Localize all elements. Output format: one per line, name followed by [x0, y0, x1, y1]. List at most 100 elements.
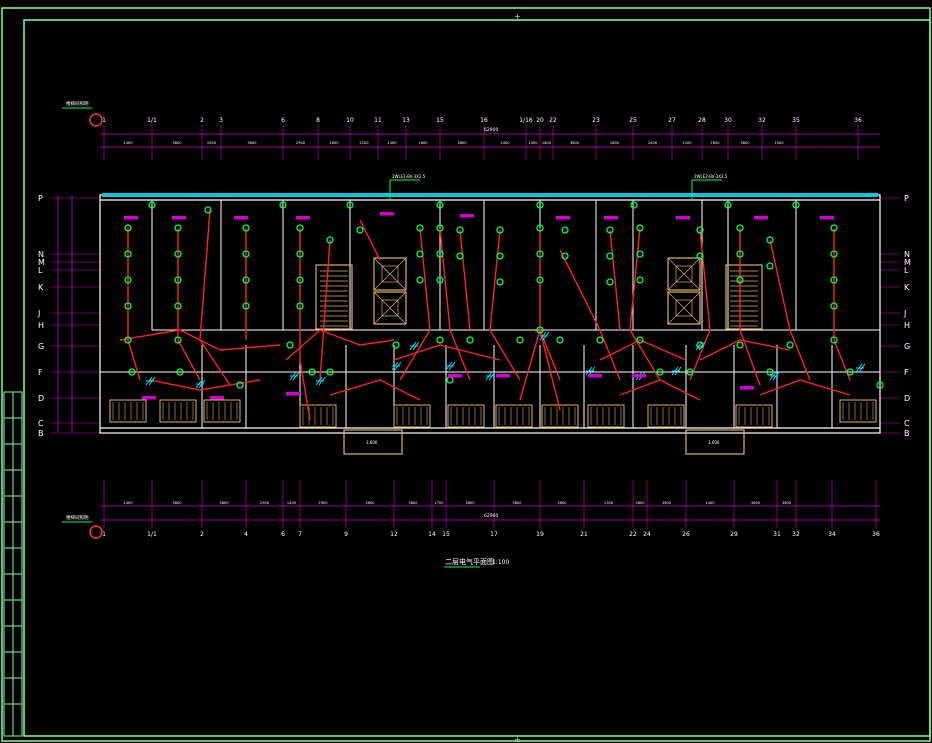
light-fixtures: [124, 201, 884, 389]
light-fixture-icon: [561, 226, 569, 234]
switch-icon: [289, 371, 300, 381]
switch-icon: [391, 361, 402, 371]
room-tag: [210, 396, 224, 400]
light-fixture-icon: [536, 224, 544, 232]
bottom-dimension-value: 3600: [557, 501, 567, 505]
right-axis-label: J: [903, 309, 906, 318]
light-fixture-icon: [124, 276, 132, 284]
bottom-axis-label: 14: [428, 531, 436, 538]
top-axis-label: 13: [402, 117, 410, 124]
light-fixture-icon: [466, 336, 474, 344]
room-tag: [448, 374, 462, 378]
light-fixture-icon: [696, 252, 704, 260]
light-fixture-icon: [174, 224, 182, 232]
room-tag: [820, 216, 834, 220]
svg-text:+: +: [514, 12, 521, 21]
bottom-axis-label: 21: [580, 531, 588, 538]
bottom-dimension-value: 3600: [751, 501, 761, 505]
top-dimension-value: 2100: [359, 141, 369, 145]
light-fixture-icon: [736, 341, 744, 349]
light-fixture-icon: [724, 201, 732, 209]
bottom-axis-label: 29: [730, 531, 738, 538]
room-tag: [460, 214, 474, 218]
riser-note-2: 2WLE2-BV-3X2.5: [694, 174, 728, 179]
wiring-runs: [119, 209, 851, 421]
light-fixture-icon: [556, 336, 564, 344]
switch-icon: [539, 331, 550, 341]
bottom-axis-label: 15: [442, 531, 450, 538]
top-dimension-value: 3600: [247, 141, 257, 145]
light-fixture-icon: [436, 336, 444, 344]
bottom-dimension-value: 3600: [172, 501, 182, 505]
drawing-scale: 1:100: [492, 559, 509, 566]
light-fixture-icon: [786, 341, 794, 349]
switch-symbols: [145, 331, 866, 389]
light-fixture-icon: [496, 252, 504, 260]
light-fixture-icon: [596, 336, 604, 344]
balconies: [109, 399, 877, 428]
left-dimension-lines: [57, 195, 73, 432]
drawing-title: 二层电气平面图: [445, 557, 494, 566]
room-tag: [380, 212, 394, 216]
title-block: [3, 391, 23, 737]
left-axis-label: J: [37, 309, 40, 318]
light-fixture-icon: [636, 250, 644, 258]
bottom-axis-label: 17: [490, 531, 498, 538]
switch-icon: [485, 371, 496, 381]
light-fixture-icon: [636, 336, 644, 344]
top-axis-label: 1: [102, 117, 106, 124]
light-fixture-icon: [876, 381, 884, 389]
light-fixture-icon: [296, 302, 304, 310]
light-fixture-icon: [830, 302, 838, 310]
right-axis-label: M: [904, 258, 911, 267]
room-tags: [124, 212, 834, 400]
top-axis-label: 35: [792, 117, 800, 124]
light-fixture-icon: [846, 368, 854, 376]
light-fixture-icon: [696, 226, 704, 234]
top-axis-label: 1/1: [147, 117, 157, 124]
light-fixture-icon: [279, 201, 287, 209]
top-axis-label: 22: [549, 117, 557, 124]
light-fixture-icon: [242, 224, 250, 232]
bottom-dimension-value: 1300: [604, 501, 614, 505]
top-dimension-value: 2600: [329, 141, 339, 145]
bottom-axis-label: 7: [298, 531, 302, 538]
bottom-dimension-value: 2900: [260, 501, 270, 505]
light-fixture-icon: [446, 376, 454, 384]
light-fixture-icon: [204, 206, 212, 214]
bottom-dimension-value: 3600: [662, 501, 672, 505]
bottom-dimension-value: 3600: [408, 501, 418, 505]
top-dimension-value: 3600: [172, 141, 182, 145]
top-axis-label: 27: [668, 117, 676, 124]
light-fixture-icon: [436, 250, 444, 258]
level-mark-2: 3.600: [708, 440, 720, 445]
left-axis-label: N: [38, 250, 44, 259]
light-fixture-icon: [766, 262, 774, 270]
light-fixture-icon: [606, 252, 614, 260]
bottom-dimension-value: 3600: [365, 501, 375, 505]
top-axis-label: 1/16: [519, 117, 533, 124]
left-axis-label: K: [38, 283, 44, 292]
light-fixture-icon: [736, 276, 744, 284]
light-fixture-icon: [456, 252, 464, 260]
stair-cores: [315, 257, 763, 455]
light-fixture-icon: [536, 326, 544, 334]
bottom-axis-label: 26: [682, 531, 690, 538]
light-fixture-icon: [124, 250, 132, 258]
bottom-axis-label: 31: [773, 531, 781, 538]
light-fixture-icon: [242, 302, 250, 310]
top-dimension-value: 2900: [296, 141, 306, 145]
bottom-left-note: 楼梯间照明: [66, 514, 89, 521]
top-axis-label: 32: [758, 117, 766, 124]
switch-icon: [671, 366, 682, 376]
bottom-axis-label: 2: [200, 531, 204, 538]
room-tag: [754, 216, 768, 220]
bottom-dimension-value: 2900: [318, 501, 328, 505]
left-axis-label: G: [38, 342, 44, 351]
light-fixture-icon: [436, 201, 444, 209]
bottom-dimension-value: 2400: [123, 501, 133, 505]
light-fixture-icon: [174, 250, 182, 258]
